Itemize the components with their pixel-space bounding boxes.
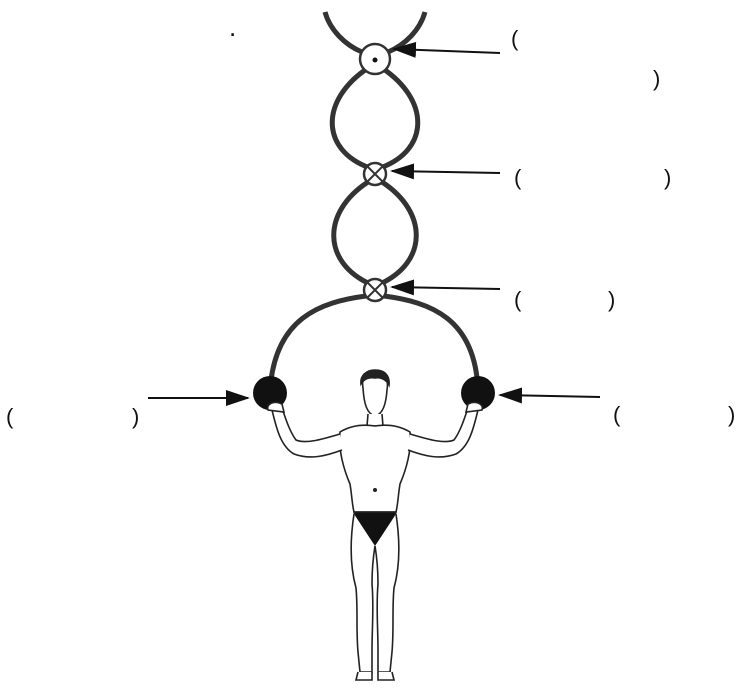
figure-left-arm [271, 407, 343, 458]
label-right-sphere-close: ) [728, 402, 736, 427]
arch-left [267, 293, 367, 391]
label-right-sphere-open: ( [613, 402, 621, 427]
label-middle-node-open: ( [514, 165, 522, 190]
human-figure [266, 369, 484, 681]
right-sphere [461, 376, 495, 410]
arrow-middle-node [390, 163, 501, 180]
arrow-right-sphere [498, 387, 601, 404]
helix-loop-upper-right [379, 65, 421, 171]
label-lower-node-open: ( [514, 287, 522, 312]
helix-loop-lower-right [378, 179, 419, 287]
label-middle-node-close: ) [664, 165, 672, 190]
label-lower-node-close: ) [608, 287, 616, 312]
top-node [358, 42, 392, 76]
arrow-top-node [392, 41, 501, 58]
top-dot-mark: . [229, 12, 237, 42]
lower-node [362, 277, 388, 303]
figure-torso [338, 424, 412, 513]
left-sphere [253, 376, 287, 410]
label-left-sphere-open: ( [6, 404, 14, 429]
arrow-lower-node [390, 279, 501, 296]
top-strand-right [386, 11, 428, 55]
middle-node [362, 161, 388, 187]
top-strand-left [322, 11, 364, 55]
helix-loop-lower-left [331, 179, 372, 287]
helix-loop-upper-left [329, 65, 371, 171]
label-left-sphere-close: ) [132, 404, 140, 429]
label-top-node-open: ( [511, 26, 519, 51]
label-top-node-close: ) [653, 66, 661, 91]
figure-right-arm [407, 407, 479, 458]
arch-right [383, 293, 481, 391]
